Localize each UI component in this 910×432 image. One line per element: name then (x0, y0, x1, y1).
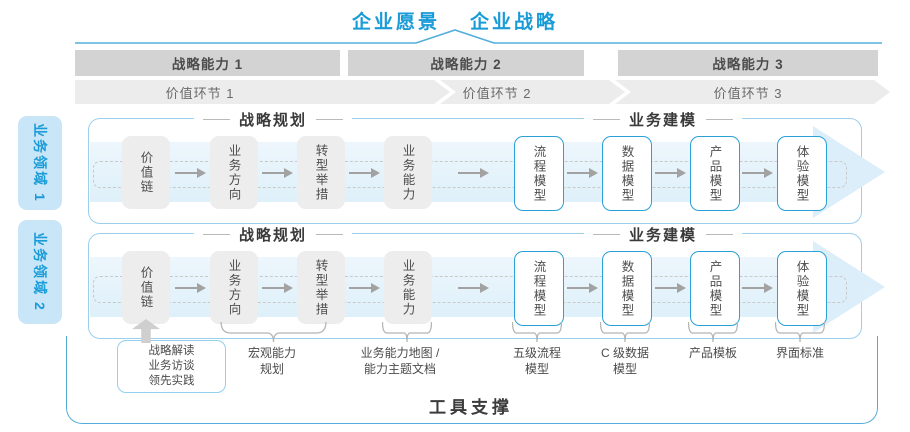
value-chevron-1 (75, 80, 450, 104)
section-header-strategic-planning: 战略规划 (193, 109, 353, 130)
brace-connector (600, 321, 650, 343)
flow-arrow (175, 168, 206, 178)
flow-arrow (262, 168, 293, 178)
title-pointer-line (75, 29, 882, 44)
title-strategy: 企业战略 (470, 12, 559, 33)
brace-connector (220, 321, 327, 343)
tool-support-container (66, 336, 878, 424)
node-label: 价值链 (138, 265, 153, 310)
node-label: 转型举措 (313, 143, 328, 202)
node-label: 业务方向 (226, 258, 241, 317)
node-experience-model: 体验模型 (777, 136, 827, 211)
domain-label-2: 业务领域 2 (18, 220, 62, 324)
flow-arrow (742, 283, 773, 293)
node-label: 转型举措 (313, 258, 328, 317)
flow-arrow (742, 168, 773, 178)
node-label: 流程模型 (531, 144, 546, 203)
dashed-track (93, 276, 847, 303)
flow-arrow (458, 168, 489, 178)
node-transformation-moves: 转型举措 (297, 136, 345, 209)
section-header-business-modeling: 业务建模 (583, 224, 743, 245)
tool-label-data-model: C 级数据 模型 (600, 346, 650, 376)
node-product-model: 产品模型 (690, 136, 740, 211)
capability-bar-2: 战略能力 2 (348, 50, 584, 76)
node-transformation-moves: 转型举措 (297, 251, 345, 324)
brace-connector (775, 321, 825, 343)
value-chevron-3 (615, 80, 890, 104)
node-business-capability: 业务能力 (384, 136, 432, 209)
capability-bar-1: 战略能力 1 (75, 50, 340, 76)
domain-label-1: 业务领域 1 (18, 116, 62, 210)
node-label: 业务方向 (226, 143, 241, 202)
value-link-label-2: 价值环节 2 (462, 85, 532, 101)
node-process-model: 流程模型 (514, 136, 564, 211)
value-link-label-3: 价值环节 3 (713, 85, 783, 101)
node-business-direction: 业务方向 (210, 251, 258, 324)
node-label: 产品模型 (707, 144, 722, 203)
diagram-title: 企业愿景 企业战略 (0, 7, 910, 34)
node-data-model: 数据模型 (602, 251, 652, 326)
flow-arrow (655, 168, 686, 178)
tool-label-capability-map: 业务能力地图 / 能力主题文档 (360, 346, 440, 376)
node-value-chain: 价值链 (122, 251, 170, 324)
node-label: 数据模型 (619, 144, 634, 203)
section-header-strategic-planning: 战略规划 (193, 224, 353, 245)
node-business-capability: 业务能力 (384, 251, 432, 324)
brace-connector (382, 321, 432, 343)
section-header-business-modeling: 业务建模 (583, 109, 743, 130)
tool-label-ui-standard: 界面标准 (775, 346, 825, 360)
value-link-label-1: 价值环节 1 (165, 85, 235, 101)
node-experience-model: 体验模型 (777, 251, 827, 326)
domain-label-1-text: 业务领域 1 (32, 123, 48, 203)
node-label: 体验模型 (794, 144, 809, 203)
node-label: 数据模型 (619, 259, 634, 318)
flow-arrow (567, 168, 598, 178)
tool-label-product-template: 产品模板 (688, 346, 738, 360)
tool-label-macro-capability: 宏观能力 规划 (247, 346, 297, 376)
node-label: 业务能力 (400, 143, 415, 202)
domain-label-2-text: 业务领域 2 (32, 232, 48, 312)
title-vision: 企业愿景 (351, 12, 440, 33)
node-product-model: 产品模型 (690, 251, 740, 326)
node-process-model: 流程模型 (514, 251, 564, 326)
tool-support-title: 工具支撑 (429, 398, 513, 417)
flow-arrow (655, 283, 686, 293)
node-business-direction: 业务方向 (210, 136, 258, 209)
dashed-track (93, 161, 847, 188)
node-value-chain: 价值链 (122, 136, 170, 209)
flow-arrow (175, 283, 206, 293)
node-label: 产品模型 (707, 259, 722, 318)
node-label: 体验模型 (794, 259, 809, 318)
business-domain-row-1: 战略规划 业务建模 价值链 业务方向 转型举措 业务能力 流程模型 数据模型 产… (88, 109, 885, 224)
tool-label-process-model: 五级流程 模型 (512, 346, 562, 376)
flow-arrow (458, 283, 489, 293)
node-label: 流程模型 (531, 259, 546, 318)
business-domain-row-2: 战略规划 业务建模 价值链 业务方向 转型举措 业务能力 流程模型 数据模型 产… (88, 224, 885, 339)
flow-arrow (349, 168, 380, 178)
brace-connector (688, 321, 738, 343)
brace-connector (512, 321, 562, 343)
flow-arrow (567, 283, 598, 293)
practice-box: 战略解读 业务访谈 领先实践 (117, 340, 226, 393)
node-data-model: 数据模型 (602, 136, 652, 211)
node-label: 价值链 (138, 150, 153, 195)
node-label: 业务能力 (400, 258, 415, 317)
capability-bar-3: 战略能力 3 (618, 50, 878, 76)
flow-arrow (262, 283, 293, 293)
value-chevron-2 (440, 80, 625, 104)
flow-arrow (349, 283, 380, 293)
